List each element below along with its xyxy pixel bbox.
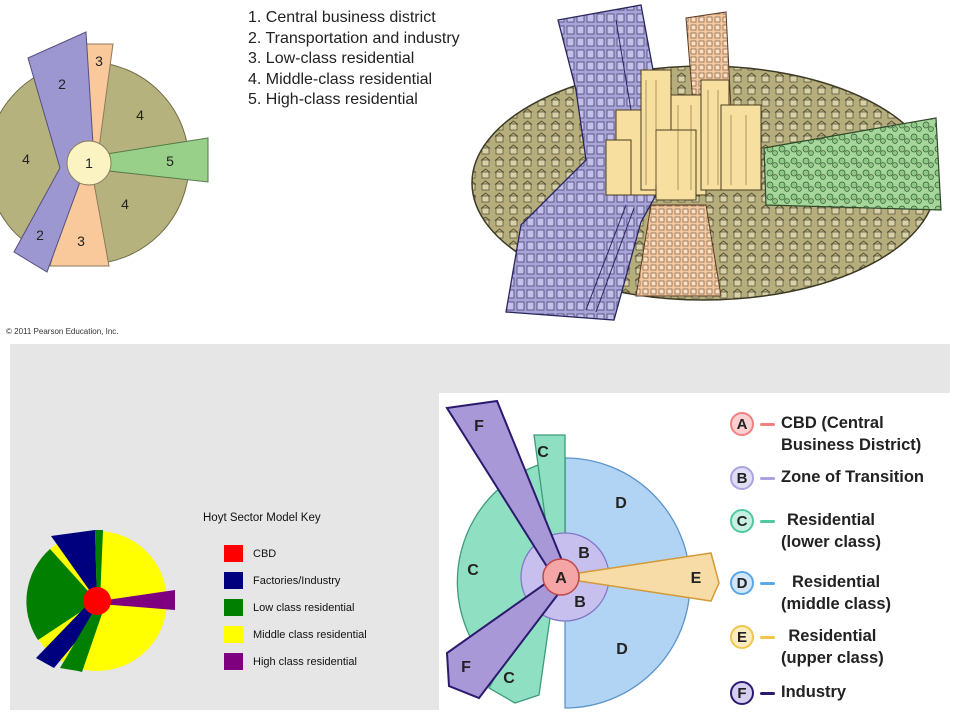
label-c-top: C — [537, 444, 549, 461]
key-text-d: Residential (middle class) — [781, 571, 891, 615]
dash-b — [760, 477, 775, 480]
label-e: E — [691, 570, 702, 587]
pie-low-class-bottom — [60, 602, 104, 672]
top-sector-diagram: 1 2 2 3 3 4 4 4 5 — [0, 31, 209, 273]
hoyt-key-label-cbd: CBD — [253, 547, 277, 560]
label-d-top: D — [615, 495, 627, 512]
badge-f: F — [730, 681, 754, 705]
key-item-a: A CBD (Central Business District) — [730, 412, 921, 456]
hoyt-key-label-middle-class: Middle class residential — [253, 628, 367, 641]
hoyt-key-cbd: CBD — [224, 540, 367, 567]
badge-d: D — [730, 571, 754, 595]
key-a-line1: CBD (Central — [781, 414, 884, 432]
legend-item-4: 4. Middle-class residential — [248, 70, 433, 88]
key-c-line2: (lower class) — [781, 533, 881, 551]
hoyt-key-industry: Factories/Industry — [224, 567, 367, 594]
label-c-left: C — [467, 562, 479, 579]
hoyt-pie-diagram — [26, 530, 175, 672]
label-middle-bottom: 4 — [121, 196, 129, 212]
dash-e — [760, 636, 775, 639]
key-text-e: Residential (upper class) — [781, 625, 884, 669]
hoyt-key-low-class: Low class residential — [224, 594, 367, 621]
hoyt-key-high-class: High class residential — [224, 648, 367, 675]
dash-d — [760, 582, 775, 585]
key-item-c: C Residential (lower class) — [730, 509, 881, 553]
top-legend: 1. Central business district 2. Transpor… — [248, 8, 460, 111]
swatch-low-class — [224, 599, 243, 616]
key-c-line1: Residential — [786, 511, 875, 529]
sector-a — [542, 558, 580, 596]
key-item-d: D Residential (middle class) — [730, 571, 891, 615]
hoyt-key: CBD Factories/Industry Low class residen… — [224, 540, 367, 675]
label-f-bottom: F — [461, 659, 471, 676]
swatch-middle-class — [224, 626, 243, 643]
key-text-b: Zone of Transition — [781, 468, 924, 486]
hoyt-key-label-industry: Factories/Industry — [253, 574, 341, 587]
dash-c — [760, 520, 775, 523]
dash-f — [760, 692, 775, 695]
lettered-sector-diagram: A B B C C C D D E F F — [445, 399, 720, 709]
dash-a — [760, 423, 775, 426]
label-middle-top: 4 — [136, 107, 144, 123]
hoyt-key-label-low-class: Low class residential — [253, 601, 355, 614]
pie-industry-top — [51, 530, 97, 601]
label-a: A — [555, 570, 567, 587]
swatch-industry — [224, 572, 243, 589]
hoyt-key-middle-class: Middle class residential — [224, 621, 367, 648]
swatch-cbd — [224, 545, 243, 562]
key-d-line1: Residential — [792, 573, 881, 591]
key-item-b: B Zone of Transition — [730, 466, 924, 490]
hoyt-key-title: Hoyt Sector Model Key — [203, 512, 321, 524]
badge-e: E — [730, 625, 754, 649]
pie-high-class — [100, 590, 175, 610]
key-text-c: Residential (lower class) — [781, 509, 881, 553]
pie-cbd — [83, 587, 111, 615]
swatch-high-class — [224, 653, 243, 670]
label-f-top: F — [474, 418, 484, 435]
hoyt-key-label-high-class: High class residential — [253, 655, 357, 668]
cbd-circle — [66, 140, 112, 186]
city-low-class-bottom — [635, 204, 722, 297]
legend-item-5: 5. High-class residential — [248, 91, 418, 108]
label-b-top: B — [578, 545, 590, 562]
label-low-bottom: 3 — [77, 233, 85, 249]
label-cbd: 1 — [85, 155, 93, 171]
label-d-bottom: D — [616, 641, 628, 658]
label-high: 5 — [166, 153, 174, 169]
city-illustration — [471, 4, 942, 321]
badge-c: C — [730, 509, 754, 533]
key-item-e: E Residential (upper class) — [730, 625, 884, 669]
legend-item-2: 2. Transportation and industry — [248, 29, 460, 47]
pie-low-class-left — [26, 549, 97, 640]
legend-item-1: 1. Central business district — [248, 9, 436, 26]
key-item-f: F Industry — [730, 681, 846, 705]
key-a-line2: Business District) — [781, 436, 922, 454]
badge-b: B — [730, 466, 754, 490]
copyright-notice: © 2011 Pearson Education, Inc. — [6, 327, 119, 336]
pie-low-class-top — [95, 530, 103, 601]
badge-a: A — [730, 412, 754, 436]
label-b-bottom: B — [574, 594, 586, 611]
city-high-class-wedge — [763, 117, 942, 211]
transport-sector — [13, 31, 95, 273]
key-e-line2: (upper class) — [781, 649, 884, 667]
label-c-bottom: C — [503, 670, 515, 687]
key-d-line2: (middle class) — [781, 595, 892, 613]
key-e-line1: Residential — [788, 627, 877, 645]
label-transport-bottom: 2 — [36, 227, 44, 243]
key-text-f: Industry — [781, 683, 847, 701]
label-middle-left: 4 — [22, 151, 30, 167]
label-low-top: 3 — [95, 53, 103, 69]
label-transport-top: 2 — [58, 76, 66, 92]
key-text-a: CBD (Central Business District) — [781, 412, 921, 456]
pie-industry-bottom — [36, 602, 104, 668]
legend-item-3: 3. Low-class residential — [248, 50, 415, 67]
